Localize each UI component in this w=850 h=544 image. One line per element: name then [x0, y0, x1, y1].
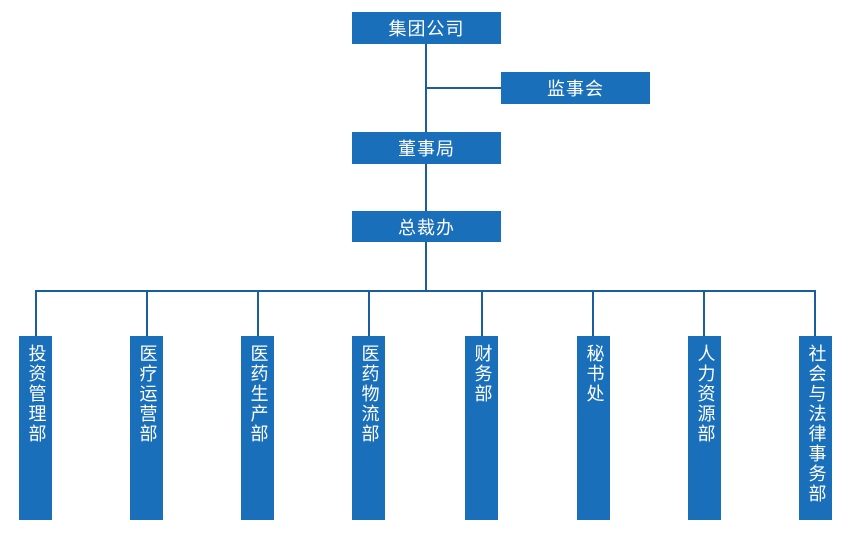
node-dept-medical-ops-label: 医疗运营部 [136, 344, 158, 444]
node-dept-pharma-production-label: 医药生产部 [247, 344, 269, 444]
node-dept-secretariat: 秘书处 [577, 336, 610, 520]
node-dept-investment: 投资管理部 [19, 336, 52, 520]
node-board-of-directors-label: 董事局 [398, 139, 455, 160]
node-supervisory-board-label: 监事会 [547, 79, 604, 100]
node-dept-finance: 财务部 [465, 336, 498, 520]
node-dept-pharma-production: 医药生产部 [241, 336, 274, 520]
node-president-office-label: 总裁办 [398, 217, 455, 239]
node-dept-human-resources-label: 人力资源部 [694, 344, 716, 444]
node-board-of-directors: 董事局 [352, 132, 501, 164]
node-dept-social-legal: 社会与法律事务部 [799, 336, 832, 520]
node-dept-medical-ops: 医疗运营部 [130, 336, 163, 520]
node-dept-human-resources: 人力资源部 [688, 336, 721, 520]
node-dept-social-legal-label: 社会与法律事务部 [805, 344, 827, 504]
node-group-company-label: 集团公司 [388, 19, 465, 40]
node-president-office: 总裁办 [352, 211, 501, 242]
node-dept-pharma-logistics: 医药物流部 [352, 336, 385, 520]
node-supervisory-board: 监事会 [501, 72, 650, 104]
node-dept-investment-label: 投资管理部 [25, 344, 47, 444]
node-group-company: 集团公司 [352, 12, 501, 44]
node-dept-finance-label: 财务部 [471, 344, 493, 404]
node-dept-secretariat-label: 秘书处 [583, 344, 605, 404]
node-dept-pharma-logistics-label: 医药物流部 [358, 344, 380, 444]
